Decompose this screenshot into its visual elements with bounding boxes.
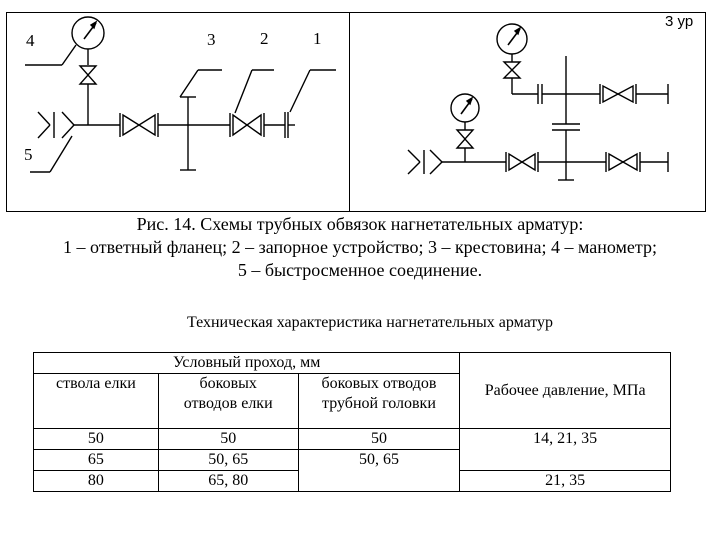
left-scheme: 4 3 2 1 5 — [24, 16, 336, 173]
side-head-cell: 50 — [297, 428, 461, 450]
caption-line-2: 1 – ответный фланец; 2 – запорное устрой… — [62, 237, 658, 257]
side-head-header-cell: боковых отводов трубной головки — [297, 373, 461, 429]
trunk-header-cell: ствола елки — [33, 373, 159, 429]
table-row: 80 65, 80 21, 35 — [33, 470, 671, 492]
table-header-row: Условный проход, мм Рабочее давление, МП… — [32, 352, 671, 429]
table-row: 65 50, 65 50, 65 — [33, 449, 671, 492]
trunk-cell: 65 — [33, 449, 159, 471]
side-head-header-line2: трубной головки — [322, 395, 436, 412]
right-scheme — [407, 23, 669, 181]
pressure-header-cell: Рабочее давление, МПа — [459, 352, 671, 429]
label-1: 1 — [313, 29, 322, 48]
caption-line-1: Рис. 14. Схемы трубных обвязок нагнетате… — [136, 214, 584, 234]
side-head-cell: 50, 65 — [297, 449, 461, 492]
side-tree-header-line1: боковых — [199, 375, 257, 392]
table-title: Техническая характеристика нагнетательны… — [186, 314, 554, 331]
side-tree-cell: 50, 65 — [157, 449, 299, 471]
side-tree-cell: 50 — [157, 428, 299, 450]
trunk-cell: 80 — [33, 470, 159, 492]
label-3: 3 — [207, 30, 216, 49]
table-subheader-row: ствола елки боковых отводов елки боковых… — [33, 373, 671, 429]
label-4: 4 — [26, 31, 35, 50]
wellhead-schemes-diagram: 4 3 2 1 5 — [24, 16, 669, 181]
pressure-cell: 21, 35 — [459, 470, 671, 492]
side-tree-header-line2: отводов елки — [183, 395, 273, 412]
side-tree-header-cell: боковых отводов елки — [157, 373, 299, 429]
figure-caption: Рис. 14. Схемы трубных обвязок нагнетате… — [0, 213, 720, 282]
caption-line-3: 5 – быстросменное соединение. — [237, 260, 483, 280]
label-5: 5 — [24, 145, 33, 164]
side-head-header-line1: боковых отводов — [321, 375, 437, 392]
group-header-cell: Условный проход, мм — [32, 352, 461, 374]
table-row: 50 50 50 14, 21, 35 — [33, 428, 671, 471]
figure-frame — [6, 12, 706, 212]
trunk-cell: 50 — [33, 428, 159, 450]
side-tree-cell: 65, 80 — [157, 470, 299, 492]
pressure-cell: 14, 21, 35 — [459, 428, 671, 471]
figure-divider — [349, 12, 350, 212]
spec-table: Условный проход, мм Рабочее давление, МП… — [32, 352, 671, 492]
slide-badge: 3 ур — [665, 13, 694, 30]
label-2: 2 — [260, 29, 269, 48]
